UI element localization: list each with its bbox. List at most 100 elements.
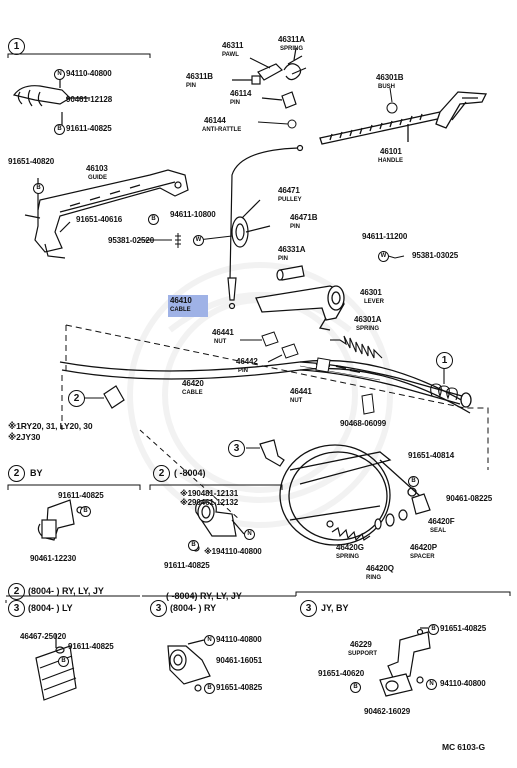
part-46103-number[interactable]: 46103 xyxy=(86,164,108,173)
box-2-8004-bracket xyxy=(149,484,283,490)
part-91611-40825-a[interactable]: 91611-40825 xyxy=(66,124,112,133)
part-46103-name: GUIDE xyxy=(88,175,108,181)
part-46420Q-number[interactable]: 46420Q xyxy=(366,564,394,573)
box-2-by-bracket xyxy=(7,484,141,490)
variant-2-8004-marker: 2 xyxy=(153,465,170,482)
pin-46311B-art xyxy=(232,75,261,85)
variant-2-8004-number: 2 xyxy=(158,468,165,479)
part-91611-40825-c[interactable]: 91611-40825 xyxy=(164,561,210,570)
b-badge: B xyxy=(188,540,199,551)
anti-rattle-46144-art xyxy=(287,119,297,129)
part-90461-12230[interactable]: 90461-12230 xyxy=(30,554,77,563)
part-46420-name: CABLE xyxy=(182,390,203,396)
part-46420Q-name: RING xyxy=(366,575,381,581)
part-91651-40825-f[interactable]: 91651-40825 xyxy=(440,624,487,633)
part-46441-a-number[interactable]: 46441 xyxy=(212,328,234,337)
part-91611-40825-b[interactable]: 91611-40825 xyxy=(58,491,104,500)
callout-2: 2 xyxy=(68,390,85,407)
part-46114-name: PIN xyxy=(230,100,241,106)
part-46301A-number[interactable]: 46301A xyxy=(354,315,382,324)
part-46311B-name: PIN xyxy=(186,83,197,89)
n-badge: N xyxy=(244,529,255,540)
part-46471B-number[interactable]: 46471B xyxy=(290,213,318,222)
part-91651-40820[interactable]: 91651-40820 xyxy=(8,157,55,166)
part-46114-number[interactable]: 46114 xyxy=(230,89,252,98)
coil-v1-art xyxy=(430,368,458,401)
part-90461-12132[interactable]: ※290461-12132 xyxy=(180,498,239,507)
part-46144-number[interactable]: 46144 xyxy=(204,116,226,125)
clamp-2-by-art xyxy=(37,499,84,541)
clip-90468-06099-art xyxy=(361,393,375,415)
callout-2-number: 2 xyxy=(73,393,80,404)
part-46311-name: PAWL xyxy=(222,52,239,58)
part-46467-25020[interactable]: 46467-25020 xyxy=(20,632,67,641)
part-46420-number[interactable]: 46420 xyxy=(182,379,204,388)
n-badge: N xyxy=(54,69,65,80)
b-badge: B xyxy=(204,683,215,694)
part-46410-highlight[interactable]: 46410 CABLE xyxy=(168,295,208,317)
part-46410-number[interactable]: 46410 xyxy=(170,296,192,305)
spring-46301A-art xyxy=(330,335,383,359)
part-46301A-name: SPRING xyxy=(356,326,380,332)
diagram-code: MC 6103-G xyxy=(442,742,486,752)
part-90461-16051[interactable]: 90461-16051 xyxy=(216,656,263,665)
part-46301-name: LEVER xyxy=(364,299,385,305)
part-46301-number[interactable]: 46301 xyxy=(360,288,382,297)
part-94110-40800-b[interactable]: ※194110-40800 xyxy=(204,547,262,556)
part-90481-12131[interactable]: ※190481-12131 xyxy=(180,489,239,498)
w-badge: W xyxy=(193,235,204,246)
part-46420F-name: SEAL xyxy=(430,528,447,534)
part-95381-03025[interactable]: 95381-03025 xyxy=(412,251,459,260)
variant-3-8004-ly-marker: 3 xyxy=(8,600,25,617)
part-46101-number[interactable]: 46101 xyxy=(380,147,402,156)
part-94110-40800-c[interactable]: 94110-40800 xyxy=(216,635,262,644)
part-46229-name: SUPPORT xyxy=(348,651,378,657)
variant-3-top-label: ( -8004) RY, LY, JY xyxy=(166,591,242,601)
part-95381-02520[interactable]: 95381-02520 xyxy=(108,236,155,245)
part-46441-b-number[interactable]: 46441 xyxy=(290,387,312,396)
cable-46410-art xyxy=(227,144,304,310)
part-91611-40825-d[interactable]: 91611-40825 xyxy=(68,642,114,651)
part-46311B-number[interactable]: 46311B xyxy=(186,72,213,81)
part-46311-number[interactable]: 46311 xyxy=(222,41,244,50)
part-46420P-name: SPACER xyxy=(410,554,435,560)
part-46301B-number[interactable]: 46301B xyxy=(376,73,404,82)
variant-3-jy-by-label: JY, BY xyxy=(321,603,349,613)
variant-3-8004-ry-label: (8004- ) RY xyxy=(170,603,217,613)
variant-2-8004-jy-number: 2 xyxy=(13,586,20,597)
part-46420P-number[interactable]: 46420P xyxy=(410,543,437,552)
part-91651-40825-e[interactable]: 91651-40825 xyxy=(216,683,263,692)
part-91651-40620[interactable]: 91651-40620 xyxy=(318,669,365,678)
part-46229-number[interactable]: 46229 xyxy=(350,640,372,649)
part-94110-40800-d[interactable]: 94110-40800 xyxy=(440,679,486,688)
part-46331A-number[interactable]: 46331A xyxy=(278,245,306,254)
part-90461-12128[interactable]: 90461-12128 xyxy=(66,95,113,104)
part-90462-16029[interactable]: 90462-16029 xyxy=(364,707,411,716)
part-91651-40616[interactable]: 91651-40616 xyxy=(76,215,123,224)
part-46442-number[interactable]: 46442 xyxy=(236,357,258,366)
seal-spacer-ring-art xyxy=(326,509,408,542)
variant-3-jy-by-marker: 3 xyxy=(300,600,317,617)
part-46420F-number[interactable]: 46420F xyxy=(428,517,455,526)
part-94611-11200[interactable]: 94611-11200 xyxy=(362,232,408,241)
pulley-46471-art xyxy=(231,199,271,248)
clamp-2-8004-art xyxy=(192,499,245,552)
part-46311A-number[interactable]: 46311A xyxy=(278,35,305,44)
b-badge: B xyxy=(148,214,159,225)
bracket-90461-08225-art xyxy=(411,493,431,515)
part-91651-40814[interactable]: 91651-40814 xyxy=(408,451,455,460)
part-90468-06099[interactable]: 90468-06099 xyxy=(340,419,387,428)
part-90461-08225[interactable]: 90461-08225 xyxy=(446,494,493,503)
part-46471-number[interactable]: 46471 xyxy=(278,186,300,195)
part-94611-10800[interactable]: 94611-10800 xyxy=(170,210,216,219)
part-94110-40800-a[interactable]: 94110-40800 xyxy=(66,69,112,78)
clamp-v1-art xyxy=(12,76,90,126)
note-line-2: ※2JY30 xyxy=(8,432,41,442)
handle-46101-art xyxy=(319,91,488,145)
part-46420G-number[interactable]: 46420G xyxy=(336,543,364,552)
variant-3-8004-ly-label: (8004- ) LY xyxy=(28,603,73,613)
pin-46114-art xyxy=(261,91,297,109)
variant-2-by-number: 2 xyxy=(13,468,20,479)
pin-95381-02520-art xyxy=(175,233,181,248)
